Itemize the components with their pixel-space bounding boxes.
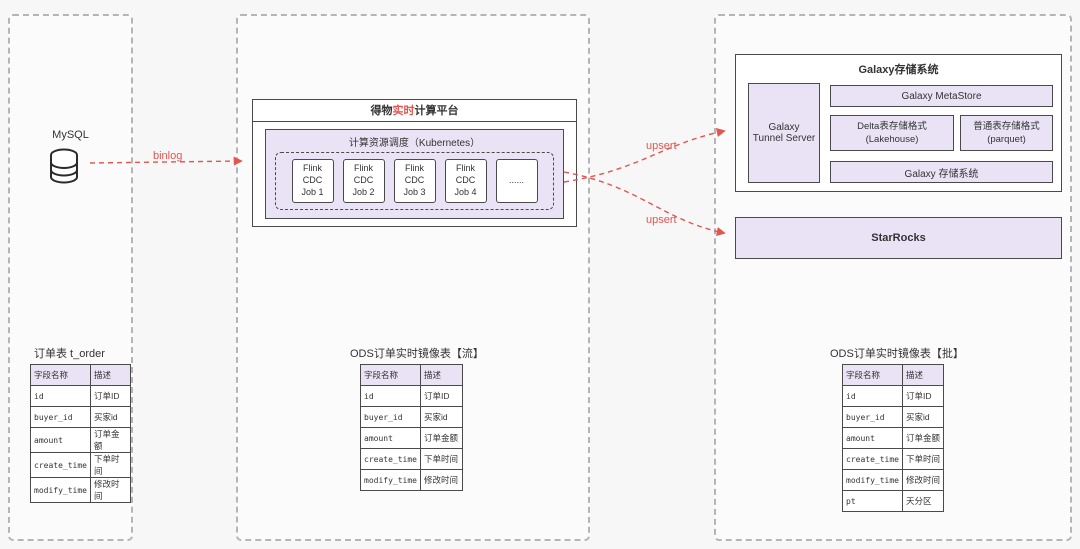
flink-cdc-job-2: Flink CDC Job 2 [342,159,385,203]
flink-jobs-container: Flink CDC Job 1 Flink CDC Job 2 Flink CD… [275,152,554,210]
field-cell: amount [360,427,421,449]
galaxy-tunnel-server-box: Galaxy Tunnel Server [748,83,820,183]
desc-cell: 订单金额 [419,427,463,449]
field-cell: amount [30,427,91,453]
desc-cell: 天分区 [901,490,944,512]
binlog-label: binlog [153,150,183,162]
middle-table-title: ODS订单实时镜像表【流】 [350,348,484,360]
field-cell: id [360,385,421,407]
platform-title-suffix: 计算平台 [414,105,459,117]
desc-header: 描述 [419,364,463,386]
field-cell: modify_time [360,469,421,491]
desc-cell: 买家id [419,406,463,428]
desc-cell: 订单ID [901,385,944,407]
galaxy-metastore-bar: Galaxy MetaStore [830,85,1053,107]
desc-header: 描述 [901,364,944,386]
flink-cdc-job-3: Flink CDC Job 3 [393,159,436,203]
kubernetes-scheduler-box: 计算资源调度（Kubernetes） Flink CDC Job 1 Flink… [265,129,564,219]
desc-cell: 修改时间 [419,469,463,491]
field-cell: modify_time [842,469,903,491]
field-name-header: 字段名称 [360,364,421,386]
storage-panel: Galaxy存储系统 Galaxy Tunnel Server Galaxy M… [714,14,1072,541]
field-name-header: 字段名称 [842,364,903,386]
galaxy-storage-box: Galaxy存储系统 Galaxy Tunnel Server Galaxy M… [735,54,1062,192]
flink-cdc-job-more: ...... [495,159,538,203]
field-cell: modify_time [30,477,91,503]
table-header-row: 字段名称 描述 [842,364,944,386]
compute-platform-panel: 得物实时计算平台 计算资源调度（Kubernetes） Flink CDC Jo… [236,14,590,541]
platform-title: 得物实时计算平台 [253,100,576,122]
field-cell: create_time [842,448,903,470]
realtime-platform-box: 得物实时计算平台 计算资源调度（Kubernetes） Flink CDC Jo… [252,99,577,227]
parquet-format-box: 普通表存储格式 (parquet) [960,115,1053,151]
field-cell: create_time [360,448,421,470]
upsert-bottom-label: upsert [646,214,677,226]
desc-cell: 订单ID [419,385,463,407]
database-icon [50,148,78,184]
left-table-title: 订单表 t_order [34,348,105,360]
desc-cell: 修改时间 [901,469,944,491]
desc-cell: 修改时间 [89,477,132,503]
field-cell: amount [842,427,903,449]
upsert-top-label: upsert [646,140,677,152]
table-header-row: 字段名称 描述 [30,364,132,386]
platform-title-highlight: 实时 [392,105,415,117]
right-table-title: ODS订单实时镜像表【批】 [830,348,964,360]
galaxy-title: Galaxy存储系统 [858,64,939,76]
platform-title-prefix: 得物 [370,105,393,117]
field-cell: id [30,385,91,407]
field-cell: create_time [30,452,91,478]
desc-cell: 下单时间 [419,448,463,470]
flink-cdc-job-4: Flink CDC Job 4 [444,159,487,203]
delta-format-box: Delta表存储格式 (Lakehouse) [830,115,954,151]
field-name-header: 字段名称 [30,364,91,386]
table-header-row: 字段名称 描述 [360,364,463,386]
desc-cell: 买家id [901,406,944,428]
desc-cell: 下单时间 [89,452,132,478]
desc-cell: 订单金额 [901,427,944,449]
field-cell: buyer_id [360,406,421,428]
galaxy-storage-bar: Galaxy 存储系统 [830,161,1053,183]
desc-cell: 下单时间 [901,448,944,470]
starrocks-box: StarRocks [735,217,1062,259]
mysql-label: MySQL [52,129,89,141]
field-cell: id [842,385,903,407]
field-cell: buyer_id [842,406,903,428]
field-cell: pt [842,490,903,512]
scheduler-title: 计算资源调度（Kubernetes） [348,138,481,149]
desc-cell: 买家id [89,406,132,428]
flink-cdc-job-1: Flink CDC Job 1 [291,159,334,203]
desc-cell: 订单ID [89,385,132,407]
desc-cell: 订单金额 [89,427,132,453]
field-cell: buyer_id [30,406,91,428]
desc-header: 描述 [89,364,132,386]
